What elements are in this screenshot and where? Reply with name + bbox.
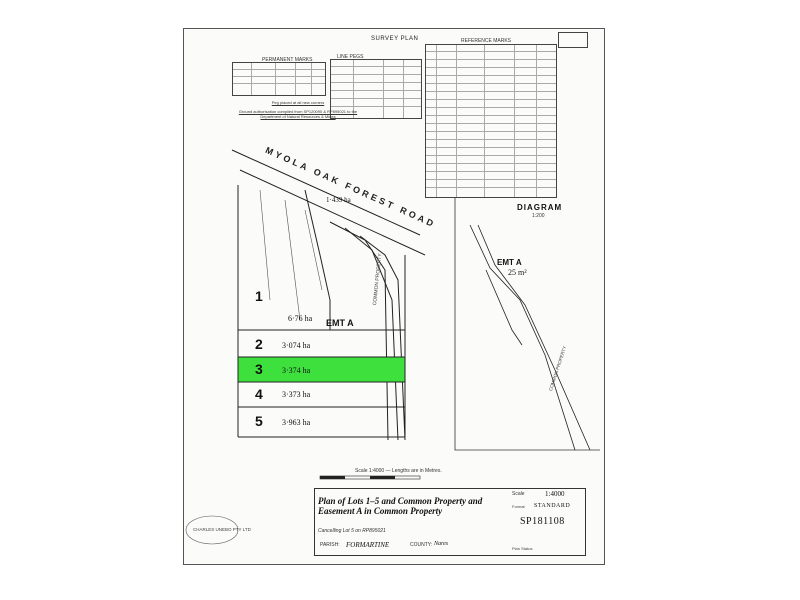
diagram-scale: 1:200 [532,213,545,219]
lot-1-number: 1 [255,288,263,304]
line-pegs-title: LINE PEGS [337,54,364,60]
county-label: COUNTY: [410,542,433,548]
lot-1-area: 6·76 ha [288,314,313,323]
lot-3-area: 3·374 ha [282,366,311,375]
lot-4-number: 4 [255,386,263,402]
lot-3-number: 3 [255,361,263,377]
road-area: 1·439 ha [326,196,351,204]
survey-plan-heading: SURVEY PLAN [371,36,419,42]
format-label: Format [512,504,525,509]
format-value: STANDARD [534,503,571,509]
scale-bar-label: Scale 1:4000 — Lengths are in Metres. [355,468,442,474]
survey-notes: Peg placed at all new corners Ground aut… [238,100,358,119]
line-pegs-table [330,59,422,119]
plan-number: SP181108 [520,516,565,527]
pegs-note: Peg placed at all new corners [271,100,325,105]
diagram-title: DIAGRAM [517,203,563,212]
lot-4-area: 3·373 ha [282,390,311,399]
plan-title: Plan of Lots 1–5 and Common Property and… [318,496,483,516]
parish-value: FORMARTINE [346,541,390,549]
scale-value: 1:4000 [545,490,565,498]
reference-marks-table [425,44,557,198]
county-value: Nares [434,541,449,547]
surveyor-firm: CHARLES UNEBO PTY LTD [193,527,251,532]
plan-status-label: Plan Status [512,546,533,551]
lot-2-area: 3·074 ha [282,341,311,350]
cancelling-note: Cancelling Lot 5 on RP895021 [318,528,386,534]
lot-5-number: 5 [255,413,263,429]
lot-5-area: 3·963 ha [282,418,311,427]
permanent-marks-title: PERMANENT MARKS [262,57,313,63]
permanent-marks-table [232,62,326,96]
sheet-box [558,32,588,48]
orientation-note: Ground authorisation compiled from SP120… [238,109,358,119]
easement-label: EMT A [326,318,354,328]
lot-2-number: 2 [255,336,263,352]
scale-label: Scale [512,491,525,497]
diagram-emt-area: 25 m² [508,268,527,277]
parish-label: PARISH: [320,542,340,548]
title-block [314,488,586,556]
reference-marks-title: REFERENCE MARKS [461,38,512,44]
diagram-emt-label: EMT A [497,258,522,267]
